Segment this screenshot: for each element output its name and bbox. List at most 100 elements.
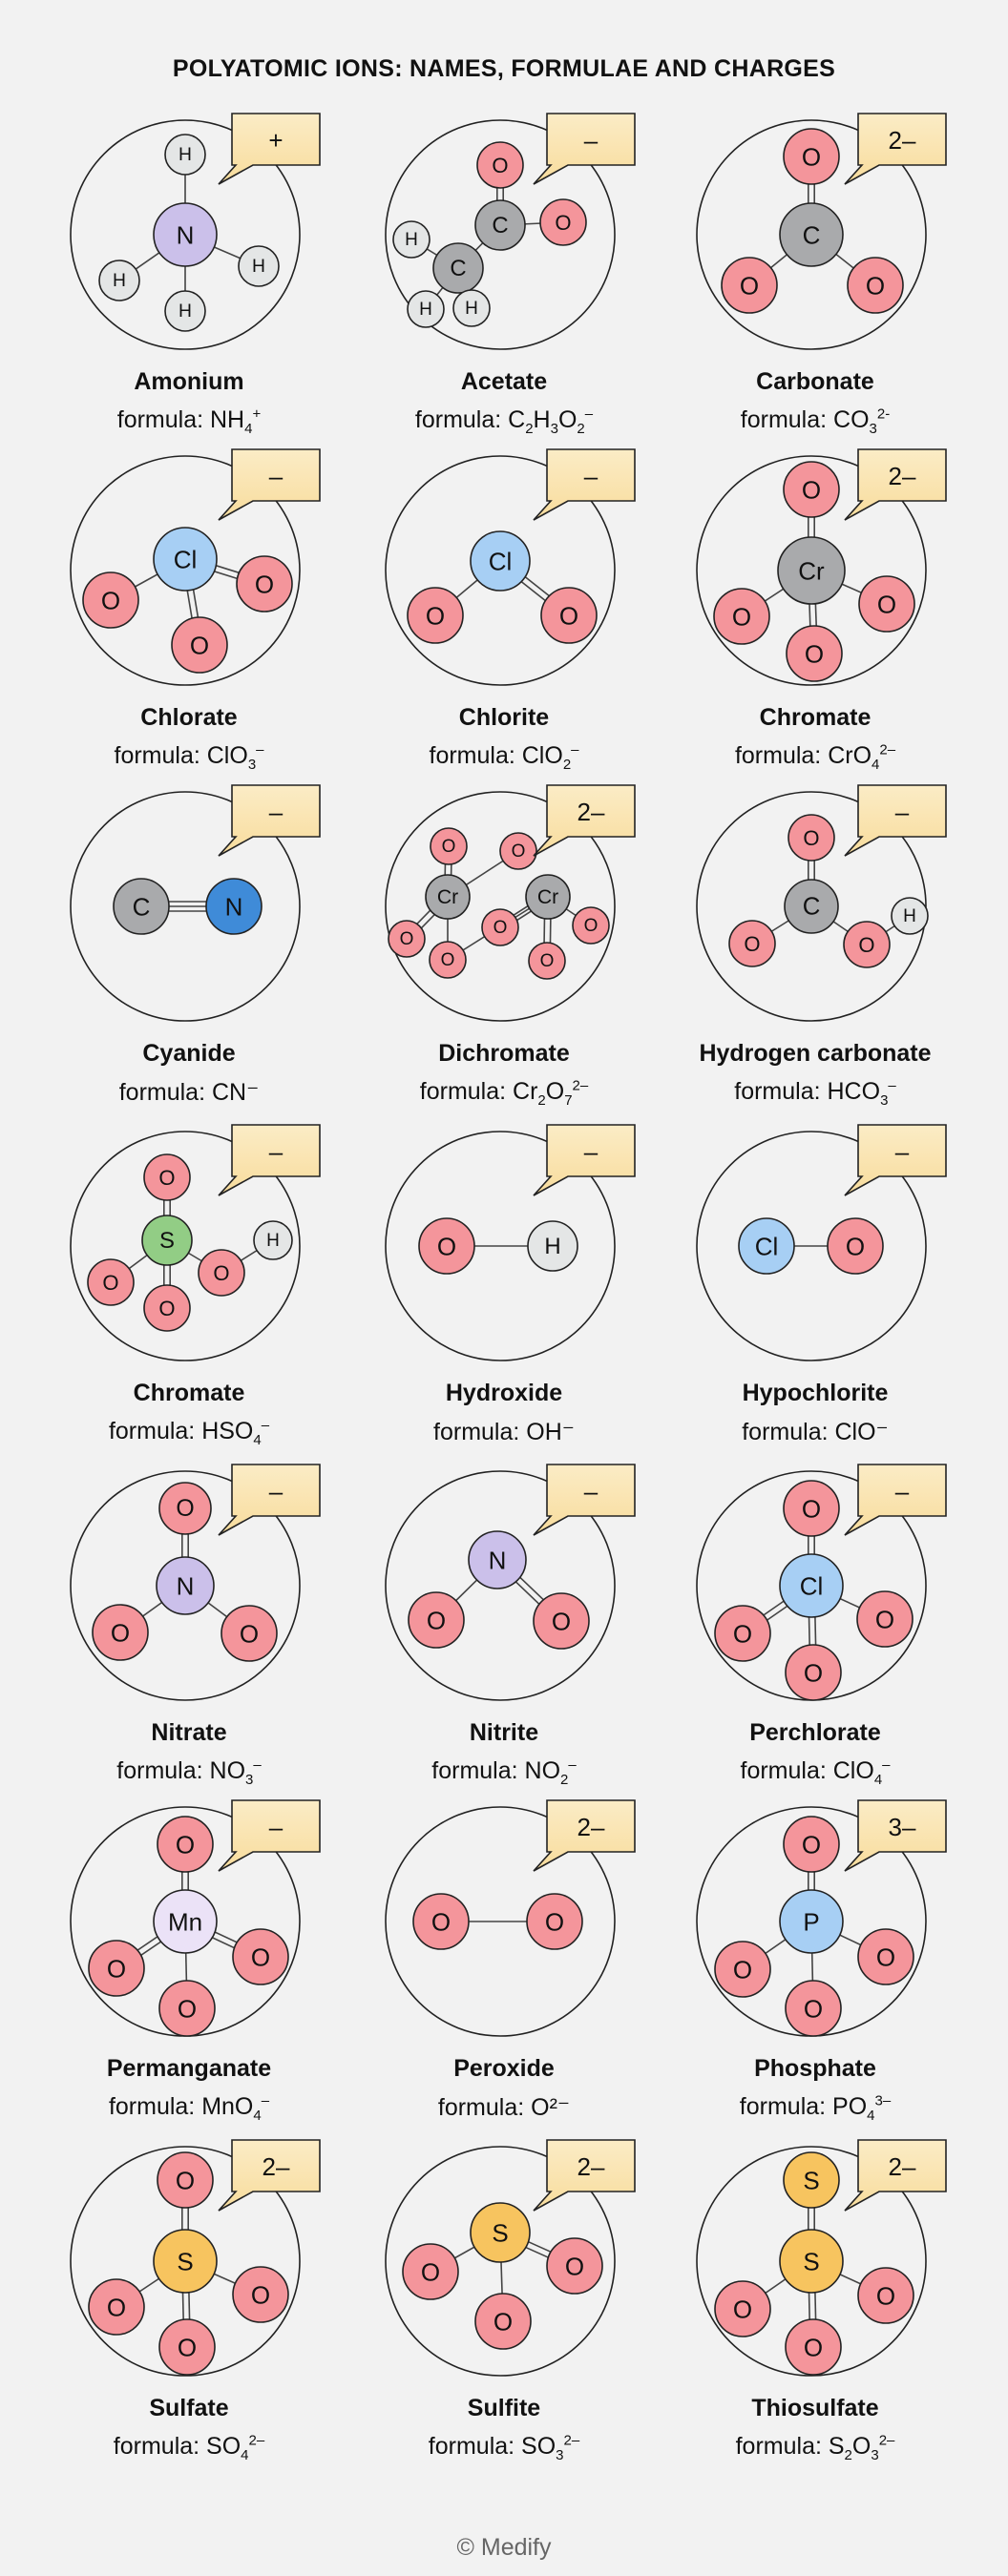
atom-h: H bbox=[238, 245, 280, 287]
atom-label: O bbox=[251, 2281, 270, 2310]
atom-label: O bbox=[858, 933, 874, 957]
atom-label: O bbox=[426, 602, 445, 631]
atom-label: O bbox=[559, 602, 578, 631]
atom-label: H bbox=[252, 257, 265, 277]
atom-o: O bbox=[412, 1893, 470, 1950]
atom-label: N bbox=[177, 221, 195, 250]
ion-name: Acetate bbox=[460, 368, 548, 395]
atom-h: H bbox=[407, 290, 445, 328]
ion-name: Carbonate bbox=[756, 368, 874, 395]
atom-label: Cr bbox=[537, 886, 558, 908]
atom-o: O bbox=[728, 920, 776, 967]
molecule-circle bbox=[70, 455, 301, 686]
atom-c: C bbox=[474, 199, 526, 251]
atom-label: S bbox=[177, 2248, 193, 2276]
charge-label: – bbox=[895, 1137, 910, 1166]
charge-bubble: 2– bbox=[533, 2139, 636, 2212]
ion-name: Sulfite bbox=[467, 2395, 541, 2421]
atom-label: O bbox=[442, 837, 456, 857]
atom-label: O bbox=[733, 1620, 752, 1649]
charge-label: – bbox=[269, 1813, 284, 1841]
atom-h: H bbox=[164, 134, 206, 176]
charge-bubble: 2– bbox=[844, 2139, 947, 2212]
atom-c: C bbox=[432, 242, 484, 294]
atom-n: N bbox=[156, 1556, 215, 1615]
molecule-circle bbox=[385, 2146, 616, 2377]
ion-name: Perchlorate bbox=[749, 1719, 881, 1746]
atom-n: N bbox=[205, 878, 262, 935]
atom-o: O bbox=[158, 1980, 216, 2037]
ion-formula: formula: CO32- bbox=[740, 405, 891, 437]
atom-label: O bbox=[421, 2258, 440, 2287]
atom-h: H bbox=[527, 1220, 578, 1272]
atom-o: O bbox=[236, 555, 293, 613]
atom-label: O bbox=[565, 2253, 584, 2281]
charge-bubble: 2– bbox=[844, 113, 947, 185]
atom-o: O bbox=[714, 2280, 771, 2337]
atom-o: O bbox=[157, 2151, 214, 2209]
atom-n: N bbox=[153, 202, 218, 267]
charge-label: 2– bbox=[578, 798, 605, 826]
atom-o: O bbox=[857, 2267, 914, 2324]
ion-name: Thiosulfate bbox=[751, 2395, 879, 2421]
ion-formula: formula: CrO42– bbox=[734, 741, 896, 773]
atom-label: O bbox=[107, 1955, 126, 1984]
ion-formula: formula: SO32– bbox=[428, 2432, 580, 2463]
atom-o: O bbox=[430, 827, 468, 865]
atom-label: O bbox=[158, 1166, 175, 1190]
atom-o: O bbox=[87, 1258, 135, 1306]
atom-label: O bbox=[102, 1271, 118, 1295]
atom-o: O bbox=[429, 941, 467, 979]
atom-label: O bbox=[176, 2167, 195, 2195]
atom-label: O bbox=[158, 1297, 175, 1320]
atom-label: O bbox=[176, 1496, 194, 1522]
charge-bubble: 2– bbox=[218, 2139, 321, 2212]
atom-h: H bbox=[452, 289, 491, 327]
atom-label: Mn bbox=[168, 1908, 202, 1937]
ion-formula: formula: SO42– bbox=[113, 2432, 265, 2463]
atom-o: O bbox=[407, 587, 464, 644]
atom-label: H bbox=[178, 145, 192, 165]
molecule-circle bbox=[696, 1131, 927, 1361]
atom-cr: Cr bbox=[425, 874, 471, 920]
charge-label: + bbox=[268, 126, 283, 155]
atom-o: O bbox=[783, 1480, 840, 1537]
atom-label: Cl bbox=[489, 548, 513, 576]
atom-label: O bbox=[555, 211, 571, 235]
atom-label: S bbox=[492, 2219, 508, 2248]
ion-name: Sulfate bbox=[149, 2395, 229, 2421]
atom-o: O bbox=[572, 906, 610, 945]
ion-formula: formula: O²⁻ bbox=[437, 2094, 571, 2121]
atom-c: C bbox=[779, 202, 844, 267]
atom-s: S bbox=[779, 2229, 844, 2294]
atom-label: O bbox=[804, 1659, 823, 1688]
charge-bubble: – bbox=[218, 1124, 321, 1196]
charge-label: – bbox=[895, 1477, 910, 1506]
atom-cl: Cl bbox=[738, 1217, 795, 1275]
atom-o: O bbox=[539, 198, 587, 246]
atom-label: O bbox=[178, 1995, 197, 2024]
ion-formula: formula: ClO2– bbox=[429, 741, 579, 773]
atom-o: O bbox=[788, 814, 835, 862]
atom-label: Cl bbox=[800, 1572, 824, 1601]
molecule-circle bbox=[70, 1131, 301, 1361]
atom-label: O bbox=[176, 1831, 195, 1859]
charge-bubble: 2– bbox=[844, 448, 947, 521]
charge-label: – bbox=[895, 798, 910, 826]
atom-o: O bbox=[88, 1940, 145, 1997]
ion-name: Chromate bbox=[133, 1380, 245, 1406]
ion-name: Chlorate bbox=[140, 704, 238, 731]
copyright-footer: © Medify bbox=[456, 2534, 552, 2561]
